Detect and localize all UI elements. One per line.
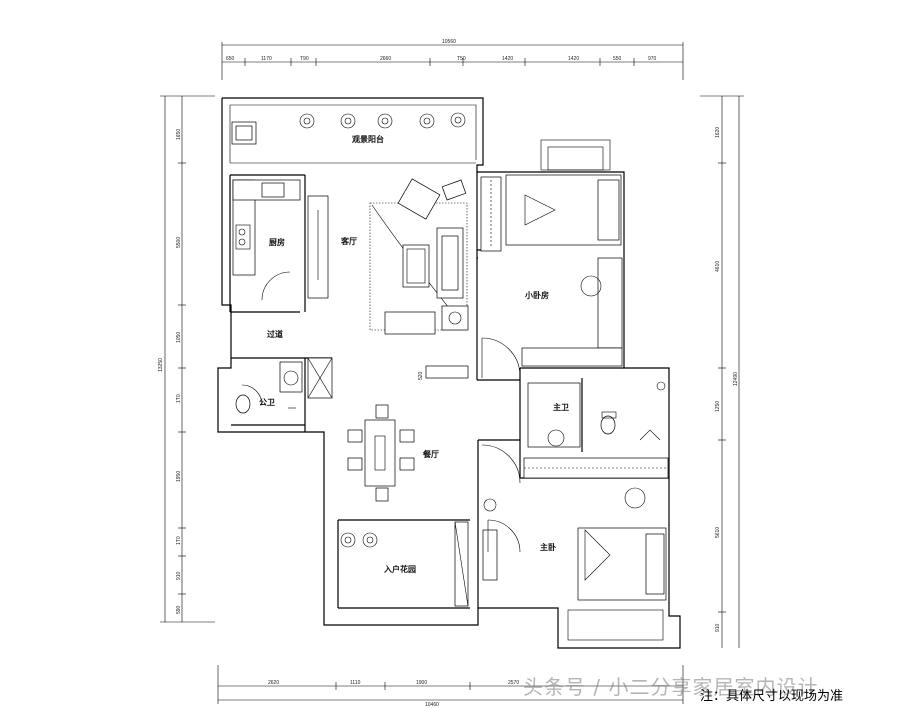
top-seg-8: 550 xyxy=(613,56,622,62)
balcony-furniture xyxy=(231,112,466,145)
bottom-seg-1: 2620 xyxy=(268,680,279,686)
right-seg-1: 1620 xyxy=(715,127,721,138)
corridor-fixtures xyxy=(307,357,469,399)
right-seg-4: 5610 xyxy=(715,527,721,538)
left-seg-2: 5500 xyxy=(176,237,182,248)
dining-furniture xyxy=(347,404,415,502)
note-text: 注：具体尺寸以现场为准 xyxy=(700,689,844,704)
coffee-table xyxy=(402,244,430,288)
outer-walls xyxy=(217,97,681,649)
bottom-seg-2: 1110 xyxy=(350,680,361,686)
top-seg-7: 1420 xyxy=(568,56,579,62)
left-seg-5: 1950 xyxy=(176,471,182,482)
master-bath-label: 主卫 xyxy=(553,402,569,412)
top-total-dim: 10560 xyxy=(442,39,456,45)
right-seg-5: 910 xyxy=(715,623,721,632)
kitchen-label: 厨房 xyxy=(269,237,285,247)
top-dimension: 10560 650 1170 T90 2660 T50 1420 1420 55… xyxy=(221,39,684,80)
left-seg-7: 910 xyxy=(176,571,182,580)
bottom-seg-3: 1900 xyxy=(416,680,427,686)
dining-room-label: 餐厅 xyxy=(422,449,439,459)
kitchen-fixtures xyxy=(232,179,301,301)
plant-icon xyxy=(299,112,466,129)
left-seg-6: 1T0 xyxy=(176,536,182,545)
living-room-furniture xyxy=(307,178,469,335)
left-seg-8: 590 xyxy=(176,605,182,614)
top-seg-6: 1420 xyxy=(502,56,513,62)
left-seg-1: 1650 xyxy=(176,129,182,140)
toilet xyxy=(600,415,616,435)
bottom-seg-4: 2570 xyxy=(508,680,519,686)
corridor-label: 过道 xyxy=(267,329,283,339)
sink xyxy=(261,182,285,198)
entry-garden-furniture xyxy=(340,521,469,607)
public-bath-label: 公卫 xyxy=(259,398,275,407)
living-room-label: 客厅 xyxy=(340,236,357,246)
top-seg-9: 970 xyxy=(648,56,657,62)
left-total-dim: 13250 xyxy=(158,358,164,372)
top-seg-2: 1170 xyxy=(261,56,272,62)
entry-garden-label: 入户花园 xyxy=(383,564,416,574)
right-total-dim: 12490 xyxy=(733,372,739,386)
bottom-total-dim: 10460 xyxy=(425,702,439,708)
top-seg-5: T50 xyxy=(457,56,466,62)
master-bedroom-label: 主卧 xyxy=(540,542,556,552)
right-dimension: 12490 1620 4610 1250 5610 910 xyxy=(700,95,744,648)
public-bath-fixtures xyxy=(235,361,303,414)
master-bedroom-furniture xyxy=(481,444,669,601)
bottom-dimension: 2620 1110 1900 2570 10460 xyxy=(217,665,684,708)
left-dimension: 13250 1650 5500 1050 1T0 1950 1T0 910 59… xyxy=(158,95,215,623)
watermark-text: 头条号 / 小二分享家居室内设计 xyxy=(523,675,819,699)
top-seg-4: 2660 xyxy=(380,56,391,62)
right-seg-2: 4610 xyxy=(715,261,721,272)
armchair xyxy=(397,178,441,220)
small-bedroom-furniture xyxy=(480,174,623,378)
left-seg-4: 1T0 xyxy=(176,394,182,403)
left-seg-3: 1050 xyxy=(176,332,182,343)
balcony-label: 观景阳台 xyxy=(352,134,384,144)
toilet xyxy=(235,394,251,414)
master-bath-fixtures xyxy=(527,381,666,448)
small-bedroom-label: 小卧房 xyxy=(524,290,549,300)
dining-table xyxy=(364,419,396,487)
right-seg-3: 1250 xyxy=(715,401,721,412)
top-seg-3: T90 xyxy=(300,56,309,62)
top-seg-1: 650 xyxy=(226,56,235,62)
inner-dimension-label: 520 xyxy=(418,371,424,380)
